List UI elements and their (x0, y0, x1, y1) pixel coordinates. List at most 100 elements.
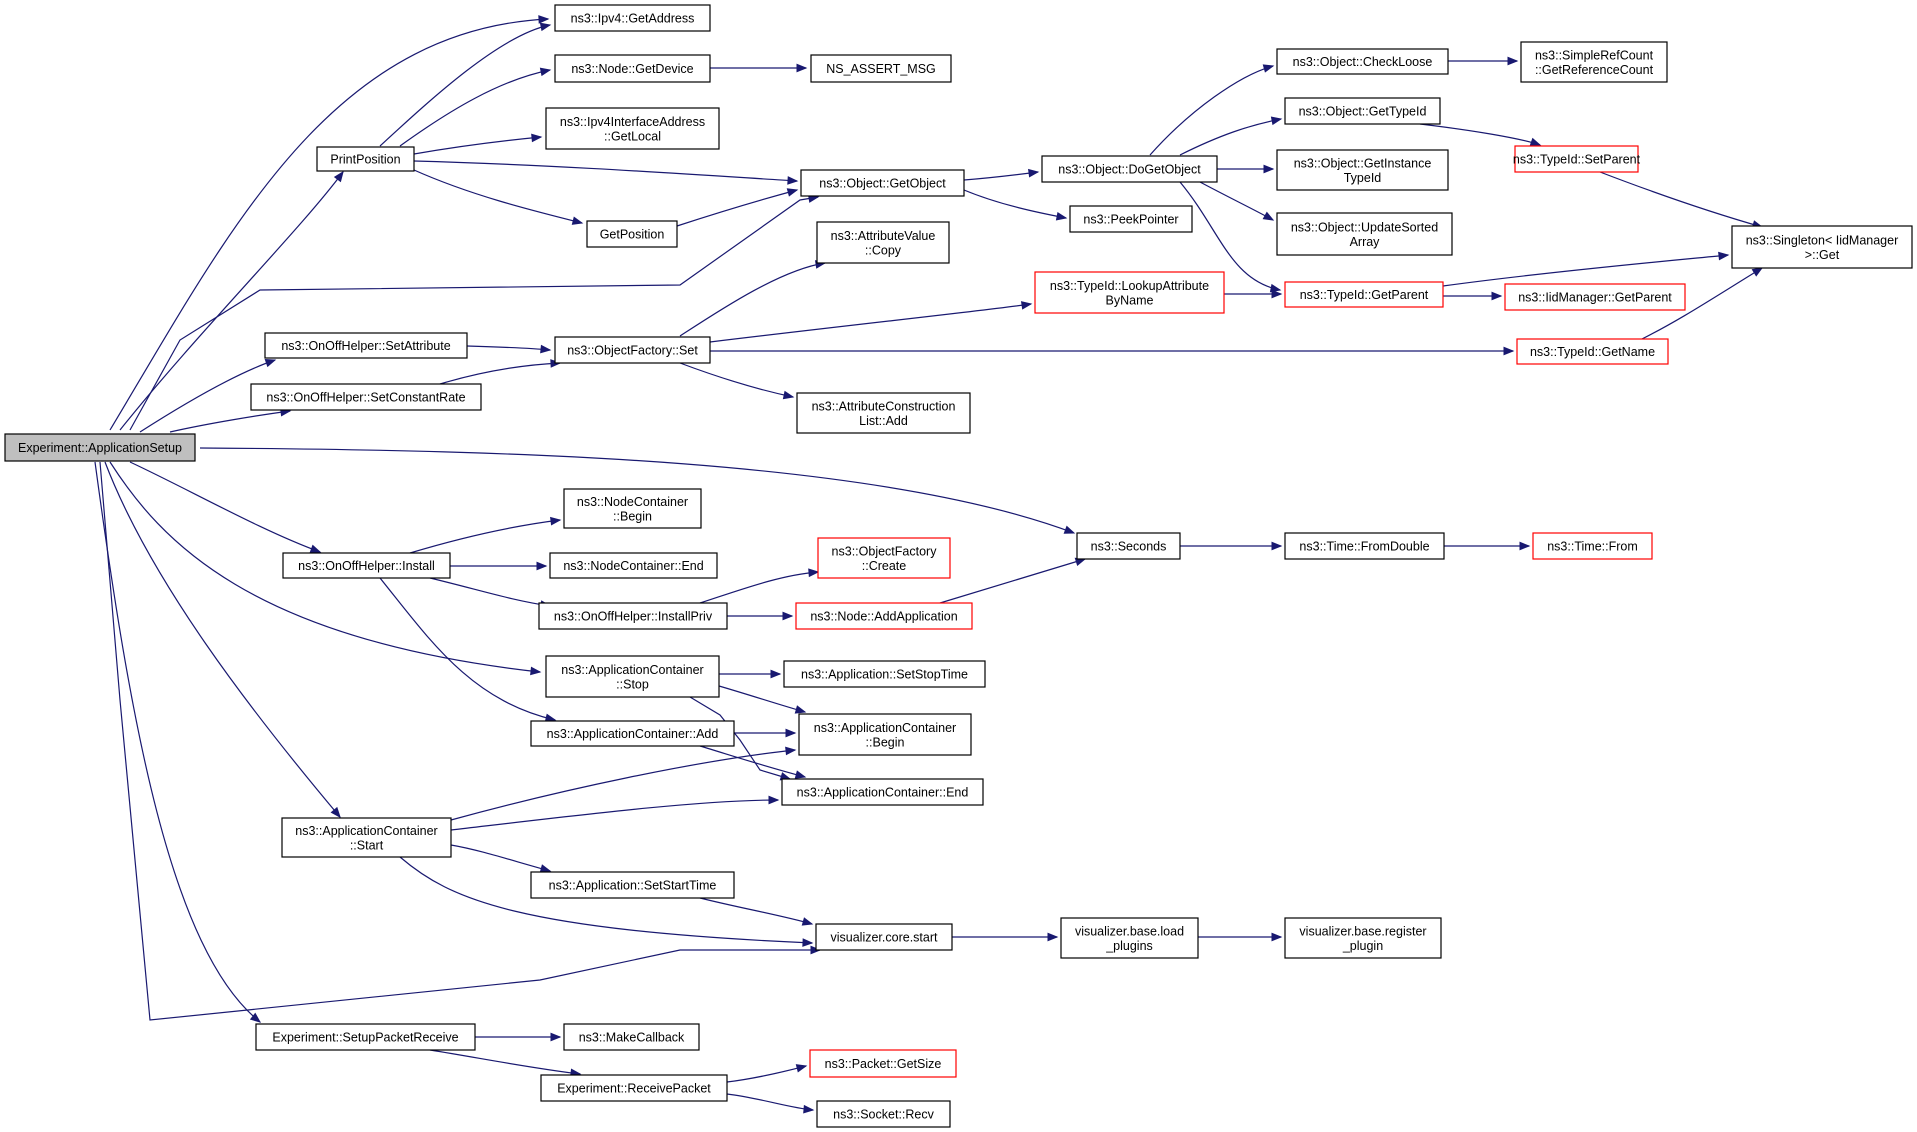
arrowhead (539, 864, 552, 873)
arrowhead (1491, 291, 1503, 301)
node-box (1069, 205, 1193, 233)
node-gettypeid[interactable]: ns3::Object::GetTypeId (1284, 97, 1441, 125)
arrowhead (1262, 211, 1275, 221)
node-getsize[interactable]: ns3::Packet::GetSize (809, 1049, 957, 1078)
node-label: ::Start (350, 838, 384, 852)
arrowhead (794, 705, 807, 714)
node-label: GetPosition (600, 228, 665, 242)
node-getposition[interactable]: GetPosition (586, 220, 678, 248)
node-setparent[interactable]: ns3::TypeId::SetParent (1513, 145, 1641, 173)
edge-install-to-ncbegin (409, 516, 562, 554)
node-label: ::Begin (866, 735, 905, 749)
node-label: ns3::Node::GetDevice (571, 62, 693, 76)
node-box (1504, 283, 1686, 311)
node-acbegin[interactable]: ns3::ApplicationContainer::Begin (798, 713, 972, 756)
node-assertmsg[interactable]: NS_ASSERT_MSG (810, 54, 952, 83)
node-setuprecv[interactable]: Experiment::SetupPacketReceive (255, 1023, 476, 1051)
node-ncend[interactable]: ns3::NodeContainer::End (549, 552, 718, 579)
edge-printpos-to-ipv4local (413, 133, 543, 155)
node-vizload[interactable]: visualizer.base.load_plugins (1060, 917, 1199, 959)
node-label: ns3::Object::CheckLoose (1293, 55, 1433, 69)
node-box (282, 552, 451, 579)
node-ncbegin[interactable]: ns3::NodeContainer::Begin (563, 488, 702, 529)
arrowhead (1055, 211, 1068, 221)
node-label: ns3::Time::FromDouble (1299, 540, 1429, 554)
node-box (1076, 532, 1181, 560)
node-label: ns3::ApplicationContainer (295, 824, 437, 838)
edge-gettypeid-to-setparent (1419, 123, 1542, 146)
node-acend[interactable]: ns3::ApplicationContainer::End (781, 778, 984, 806)
edge-setuprecv-to-recvpacket (429, 1049, 582, 1078)
node-checkloose[interactable]: ns3::Object::CheckLoose (1276, 48, 1449, 75)
node-peekpointer[interactable]: ns3::PeekPointer (1069, 205, 1193, 233)
node-box (1532, 532, 1653, 560)
node-setattribute[interactable]: ns3::OnOffHelper::SetAttribute (264, 332, 468, 359)
arrowhead (538, 15, 550, 24)
node-getobject[interactable]: ns3::Object::GetObject (800, 169, 965, 197)
edge-getobject-to-peekpointer (963, 189, 1068, 221)
node-setstarttime[interactable]: ns3::Application::SetStartTime (530, 871, 735, 899)
node-box (1276, 149, 1449, 191)
node-ipv4addr[interactable]: ns3::Ipv4::GetAddress (554, 4, 711, 32)
arrowhead (1718, 251, 1730, 261)
node-getdevice[interactable]: ns3::Node::GetDevice (554, 54, 711, 83)
node-root[interactable]: Experiment::ApplicationSetup (4, 433, 196, 462)
node-installpriv[interactable]: ns3::OnOffHelper::InstallPriv (538, 602, 728, 630)
node-label: visualizer.base.load (1075, 924, 1184, 938)
node-label: ByName (1106, 293, 1154, 307)
node-vizstart[interactable]: visualizer.core.start (815, 923, 953, 951)
node-iidgetparent[interactable]: ns3::IidManager::GetParent (1504, 283, 1686, 311)
node-seconds[interactable]: ns3::Seconds (1076, 532, 1181, 560)
node-fromdouble[interactable]: ns3::Time::FromDouble (1284, 532, 1445, 560)
node-label: ns3::ApplicationContainer::End (797, 786, 969, 800)
node-box (1284, 281, 1444, 308)
node-acstop[interactable]: ns3::ApplicationContainer::Stop (545, 655, 720, 698)
node-ofcreate[interactable]: ns3::ObjectFactory::Create (817, 537, 951, 579)
arrowhead (1063, 525, 1076, 534)
edge-objfactoryset-to-lookupattr (709, 301, 1033, 343)
node-box (1284, 97, 1441, 125)
edge-dogetobject-to-gettypeid (1179, 116, 1283, 156)
arrowhead (571, 216, 584, 225)
edge-install-to-installpriv (429, 577, 552, 609)
node-box (783, 660, 986, 688)
arrowhead (785, 728, 797, 738)
edge-dogetobject-to-typeidgetparent (1179, 181, 1282, 293)
node-singleton[interactable]: ns3::Singleton< IidManager >::Get (1731, 225, 1913, 269)
node-setconstrate[interactable]: ns3::OnOffHelper::SetConstantRate (250, 383, 482, 411)
node-makecallback[interactable]: ns3::MakeCallback (563, 1023, 700, 1051)
node-objfactoryset[interactable]: ns3::ObjectFactory::Set (554, 336, 711, 364)
node-ipv4local[interactable]: ns3::Ipv4InterfaceAddress::GetLocal (545, 107, 720, 150)
node-vizregister[interactable]: visualizer.base.register_plugin (1284, 917, 1442, 959)
node-label: ns3::ObjectFactory (832, 544, 938, 558)
node-label: ns3::MakeCallback (579, 1031, 685, 1045)
edge-addapp-to-seconds (939, 557, 1087, 604)
node-socketrecv[interactable]: ns3::Socket::Recv (816, 1100, 951, 1128)
arrowhead (1751, 267, 1764, 277)
node-timefrom[interactable]: ns3::Time::From (1532, 532, 1653, 560)
node-attrvalcopy[interactable]: ns3::AttributeValue::Copy (816, 221, 950, 264)
node-acstart[interactable]: ns3::ApplicationContainer::Start (281, 817, 452, 858)
node-addapp[interactable]: ns3::Node::AddApplication (795, 602, 973, 630)
arrowhead (770, 669, 782, 679)
arrowhead (544, 713, 557, 723)
node-dogetobject[interactable]: ns3::Object::DoGetObject (1041, 155, 1218, 183)
node-getrefcount[interactable]: ns3::SimpleRefCount::GetReferenceCount (1520, 41, 1668, 83)
node-acadd[interactable]: ns3::ApplicationContainer::Add (530, 720, 735, 747)
node-typeidgetparent[interactable]: ns3::TypeId::GetParent (1284, 281, 1444, 308)
node-label: PrintPosition (330, 153, 400, 167)
edge-installpriv-to-addapp (726, 611, 794, 621)
arrowhead (539, 22, 552, 32)
node-setstoptime[interactable]: ns3::Application::SetStopTime (783, 660, 986, 688)
node-getname[interactable]: ns3::TypeId::GetName (1516, 338, 1669, 365)
node-printpos[interactable]: PrintPosition (316, 146, 415, 172)
node-install[interactable]: ns3::OnOffHelper::Install (282, 552, 451, 579)
edge-objfactoryset-to-attrconstadd (679, 362, 795, 400)
node-label: ns3::PeekPointer (1083, 213, 1178, 227)
node-recvpacket[interactable]: Experiment::ReceivePacket (540, 1074, 728, 1102)
